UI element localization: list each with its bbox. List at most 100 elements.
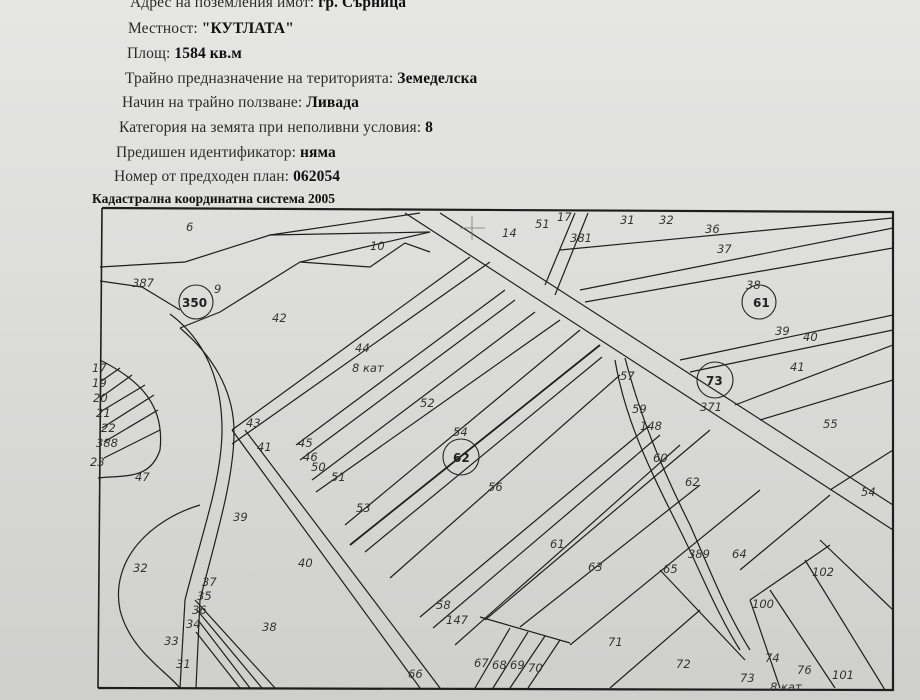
- parcel-label: 68: [492, 658, 507, 672]
- address-line: Адрес на поземления имот: гр. Сърница: [130, 0, 406, 12]
- parcel-label: 52: [420, 396, 435, 410]
- parcel-label: 69: [510, 658, 525, 672]
- prev-plan-line: Номер от предходен план: 062054: [114, 168, 340, 186]
- parcel-label: 73: [740, 671, 755, 685]
- parcel-label: 37: [717, 242, 732, 256]
- parcel-label: 6: [186, 220, 193, 234]
- area-line: Площ: 1584 кв.м: [127, 45, 242, 63]
- parcel-label: 148: [640, 419, 662, 433]
- circled-parcel-label: 62: [453, 451, 470, 465]
- address-label: Адрес на поземления имот:: [130, 0, 315, 11]
- parcel-label: 19: [92, 376, 107, 390]
- parcel-label: 41: [790, 360, 805, 374]
- parcel-label: 37: [202, 575, 217, 589]
- parcel-label: 46: [303, 450, 318, 464]
- prev-id-value: няма: [299, 144, 336, 161]
- parcel-label: 21: [96, 406, 111, 420]
- parcel-label: 39: [775, 324, 790, 338]
- map-title: Кадастрална координатна система 2005: [92, 191, 335, 206]
- parcel-label: 34: [186, 617, 201, 631]
- parcel-label: 33: [164, 634, 179, 648]
- parcel-label: 389: [688, 547, 710, 561]
- map-lines: [97, 206, 895, 692]
- parcel-label: 61: [550, 537, 565, 551]
- prev-id-label: Предишен идентификатор:: [116, 144, 296, 161]
- area-label: Площ:: [127, 45, 171, 62]
- parcel-label: 47: [135, 470, 150, 484]
- parcel-label: 57: [620, 369, 635, 383]
- category-value: 8: [425, 119, 433, 136]
- parcel-label: 71: [608, 635, 623, 649]
- purpose-label: Трайно предназначение на територията:: [125, 70, 394, 87]
- parcel-label: 67: [474, 656, 489, 670]
- parcel-label: 17: [557, 210, 572, 224]
- category-label: Категория на земята при неполивни услови…: [119, 119, 422, 136]
- usage-line: Начин на трайно ползване: Ливада: [122, 94, 359, 112]
- parcel-label: 56: [488, 480, 503, 494]
- parcel-label: 36: [192, 603, 207, 617]
- usage-value: Ливада: [306, 94, 360, 111]
- parcel-circle: [741, 284, 777, 320]
- parcel-label: 44: [355, 341, 370, 355]
- parcel-label: 55: [823, 417, 838, 431]
- parcel-label: 8 кат: [770, 680, 802, 694]
- parcel-label: 58: [436, 598, 451, 612]
- purpose-line: Трайно предназначение на територията: Зе…: [125, 70, 477, 88]
- parcel-label: 147: [446, 613, 469, 627]
- prev-id-line: Предишен идентификатор: няма: [116, 144, 336, 162]
- circled-parcel-label: 350: [182, 296, 207, 310]
- parcel-label: 32: [133, 561, 148, 575]
- parcel-label: 66: [408, 667, 423, 681]
- circled-parcel-label: 61: [753, 296, 770, 310]
- parcel-label: 387: [132, 276, 155, 290]
- parcel-label: 371: [700, 400, 722, 414]
- parcel-label: 8 кат: [352, 361, 384, 375]
- parcel-label: 40: [298, 556, 313, 570]
- purpose-value: Земеделска: [397, 70, 478, 87]
- parcel-label: 72: [676, 657, 691, 671]
- parcel-label: 59: [632, 402, 647, 416]
- parcel-label: 36: [705, 222, 720, 236]
- parcel-label: 51: [331, 470, 346, 484]
- parcel-label: 17: [92, 361, 107, 375]
- parcel-label: 54: [453, 425, 468, 439]
- parcel-label: 100: [752, 597, 774, 611]
- area-value: 1584 кв.м: [174, 45, 242, 62]
- parcel-label: 54: [861, 485, 876, 499]
- circled-markers: 350 61 73 62: [178, 284, 777, 476]
- parcel-label: 40: [803, 330, 818, 344]
- parcel-label: 101: [832, 668, 854, 682]
- parcel-circle: [178, 284, 214, 320]
- parcel-label: 35: [197, 589, 212, 603]
- category-line: Категория на земята при неполивни услови…: [119, 119, 433, 137]
- parcel-label: 62: [685, 475, 700, 489]
- parcel-label: 41: [257, 440, 272, 454]
- parcel-circle: [696, 361, 734, 399]
- parcel-label: 31: [176, 657, 191, 671]
- parcel-label: 74: [765, 651, 780, 665]
- parcel-label: 22: [101, 421, 116, 435]
- locality-label: Местност:: [128, 20, 198, 37]
- parcel-label: 388: [96, 436, 118, 450]
- parcel-label: 63: [588, 560, 603, 574]
- parcel-label: 31: [620, 213, 635, 227]
- parcel-label: 42: [272, 311, 287, 325]
- parcel-label: 38: [746, 278, 761, 292]
- circled-parcel-label: 73: [706, 374, 723, 388]
- parcel-label: 39: [233, 510, 248, 524]
- prev-plan-label: Номер от предходен план:: [114, 168, 290, 185]
- parcel-label: 65: [663, 562, 678, 576]
- parcel-label: 45: [298, 436, 313, 450]
- parcel-label: 32: [659, 213, 674, 227]
- parcel-label: 60: [653, 451, 668, 465]
- usage-label: Начин на трайно ползване:: [122, 94, 303, 111]
- address-value: гр. Сърница: [318, 0, 407, 11]
- parcel-labels: 6 10 14 51 17 381 31 32 36 37 387 9 42 3…: [90, 210, 876, 694]
- parcel-label: 20: [93, 391, 108, 405]
- parcel-label: 70: [528, 661, 543, 675]
- prev-plan-value: 062054: [293, 168, 341, 185]
- parcel-label: 10: [370, 239, 385, 253]
- parcel-label: 9: [214, 282, 221, 296]
- parcel-label: 14: [502, 226, 517, 240]
